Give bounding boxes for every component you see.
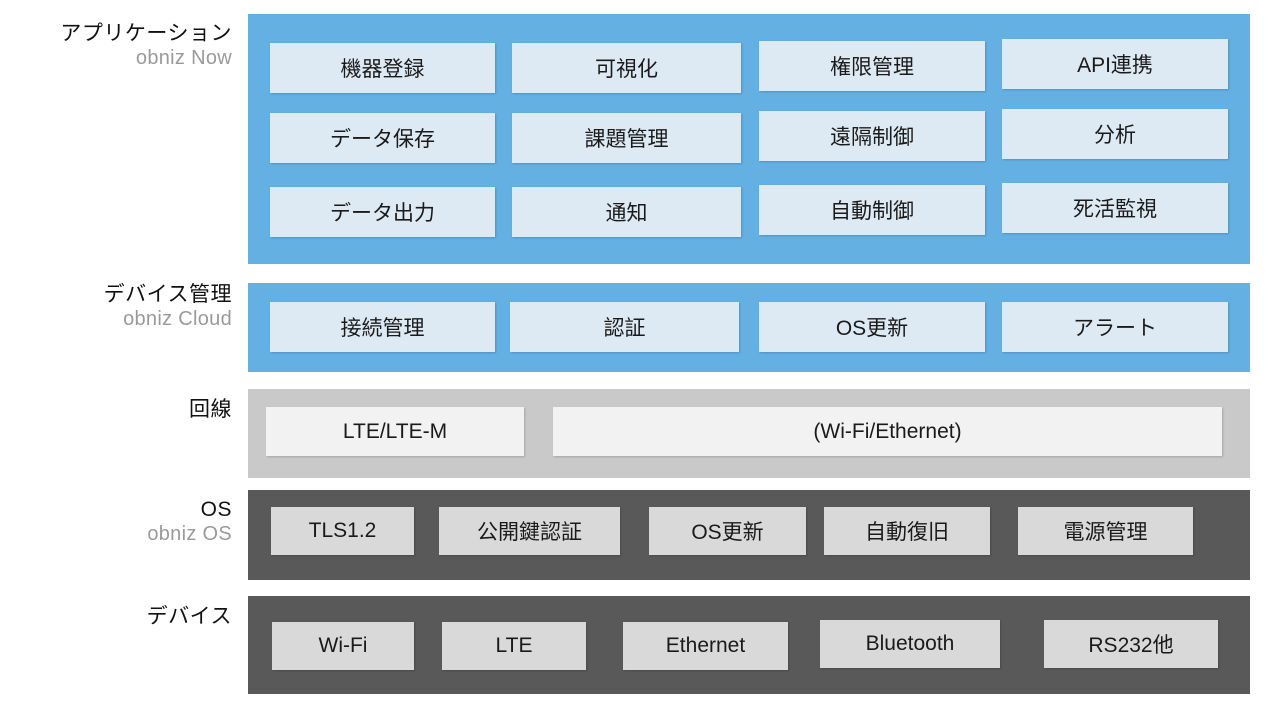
row-label-application: アプリケーション obniz Now bbox=[60, 22, 232, 70]
chip-device-3[interactable]: Bluetooth bbox=[820, 620, 1000, 668]
layer-band-application: 機器登録 可視化 権限管理 API連携 データ保存 課題管理 遠隔制御 分析 デ… bbox=[248, 14, 1250, 264]
chip-device-0[interactable]: Wi-Fi bbox=[272, 622, 414, 670]
chip-application-0-3[interactable]: API連携 bbox=[1002, 39, 1228, 89]
row-label-network: 回線 bbox=[189, 398, 232, 423]
chip-os-1[interactable]: 公開鍵認証 bbox=[439, 507, 620, 555]
chip-network-1[interactable]: (Wi-Fi/Ethernet) bbox=[553, 407, 1222, 456]
chip-application-1-1[interactable]: 課題管理 bbox=[512, 113, 741, 163]
row-label-application-sub: obniz Now bbox=[135, 46, 232, 69]
chip-application-1-3[interactable]: 分析 bbox=[1002, 109, 1228, 159]
row-label-device-management-sub: obniz Cloud bbox=[123, 307, 232, 330]
chip-device-management-2[interactable]: OS更新 bbox=[759, 302, 985, 352]
chip-application-2-0[interactable]: データ出力 bbox=[270, 187, 495, 237]
chip-device-4[interactable]: RS232他 bbox=[1044, 620, 1218, 668]
row-label-device-management-main: デバイス管理 bbox=[103, 283, 232, 306]
chip-device-management-1[interactable]: 認証 bbox=[510, 302, 739, 352]
row-label-os: OS obniz OS bbox=[147, 498, 232, 546]
chip-device-management-0[interactable]: 接続管理 bbox=[270, 302, 495, 352]
chip-device-2[interactable]: Ethernet bbox=[623, 622, 788, 670]
layer-band-device: Wi-Fi LTE Ethernet Bluetooth RS232他 bbox=[248, 596, 1250, 694]
chip-application-2-3[interactable]: 死活監視 bbox=[1002, 183, 1228, 233]
row-label-os-main: OS bbox=[200, 498, 232, 521]
row-label-device: デバイス bbox=[147, 605, 232, 630]
row-label-device-main: デバイス bbox=[146, 605, 232, 628]
row-label-application-main: アプリケーション bbox=[60, 22, 232, 45]
chip-device-1[interactable]: LTE bbox=[442, 622, 586, 670]
chip-device-management-3[interactable]: アラート bbox=[1002, 302, 1228, 352]
layer-band-os: TLS1.2 公開鍵認証 OS更新 自動復旧 電源管理 bbox=[248, 490, 1250, 580]
layer-band-network: LTE/LTE-M (Wi-Fi/Ethernet) bbox=[248, 389, 1250, 478]
chip-os-3[interactable]: 自動復旧 bbox=[824, 507, 990, 555]
chip-application-1-2[interactable]: 遠隔制御 bbox=[759, 111, 985, 161]
chip-os-0[interactable]: TLS1.2 bbox=[271, 507, 414, 555]
row-label-os-sub: obniz OS bbox=[147, 522, 232, 545]
chip-os-2[interactable]: OS更新 bbox=[649, 507, 806, 555]
row-label-device-management: デバイス管理 obniz Cloud bbox=[104, 283, 232, 331]
chip-application-0-0[interactable]: 機器登録 bbox=[270, 43, 495, 93]
chip-network-0[interactable]: LTE/LTE-M bbox=[266, 407, 524, 456]
chip-application-2-1[interactable]: 通知 bbox=[512, 187, 741, 237]
chip-application-2-2[interactable]: 自動制御 bbox=[759, 185, 985, 235]
chip-application-0-2[interactable]: 権限管理 bbox=[759, 41, 985, 91]
chip-application-1-0[interactable]: データ保存 bbox=[270, 113, 495, 163]
chip-application-0-1[interactable]: 可視化 bbox=[512, 43, 741, 93]
layer-band-device-management: 接続管理 認証 OS更新 アラート bbox=[248, 283, 1250, 372]
chip-os-4[interactable]: 電源管理 bbox=[1018, 507, 1193, 555]
row-label-network-main: 回線 bbox=[189, 398, 232, 421]
